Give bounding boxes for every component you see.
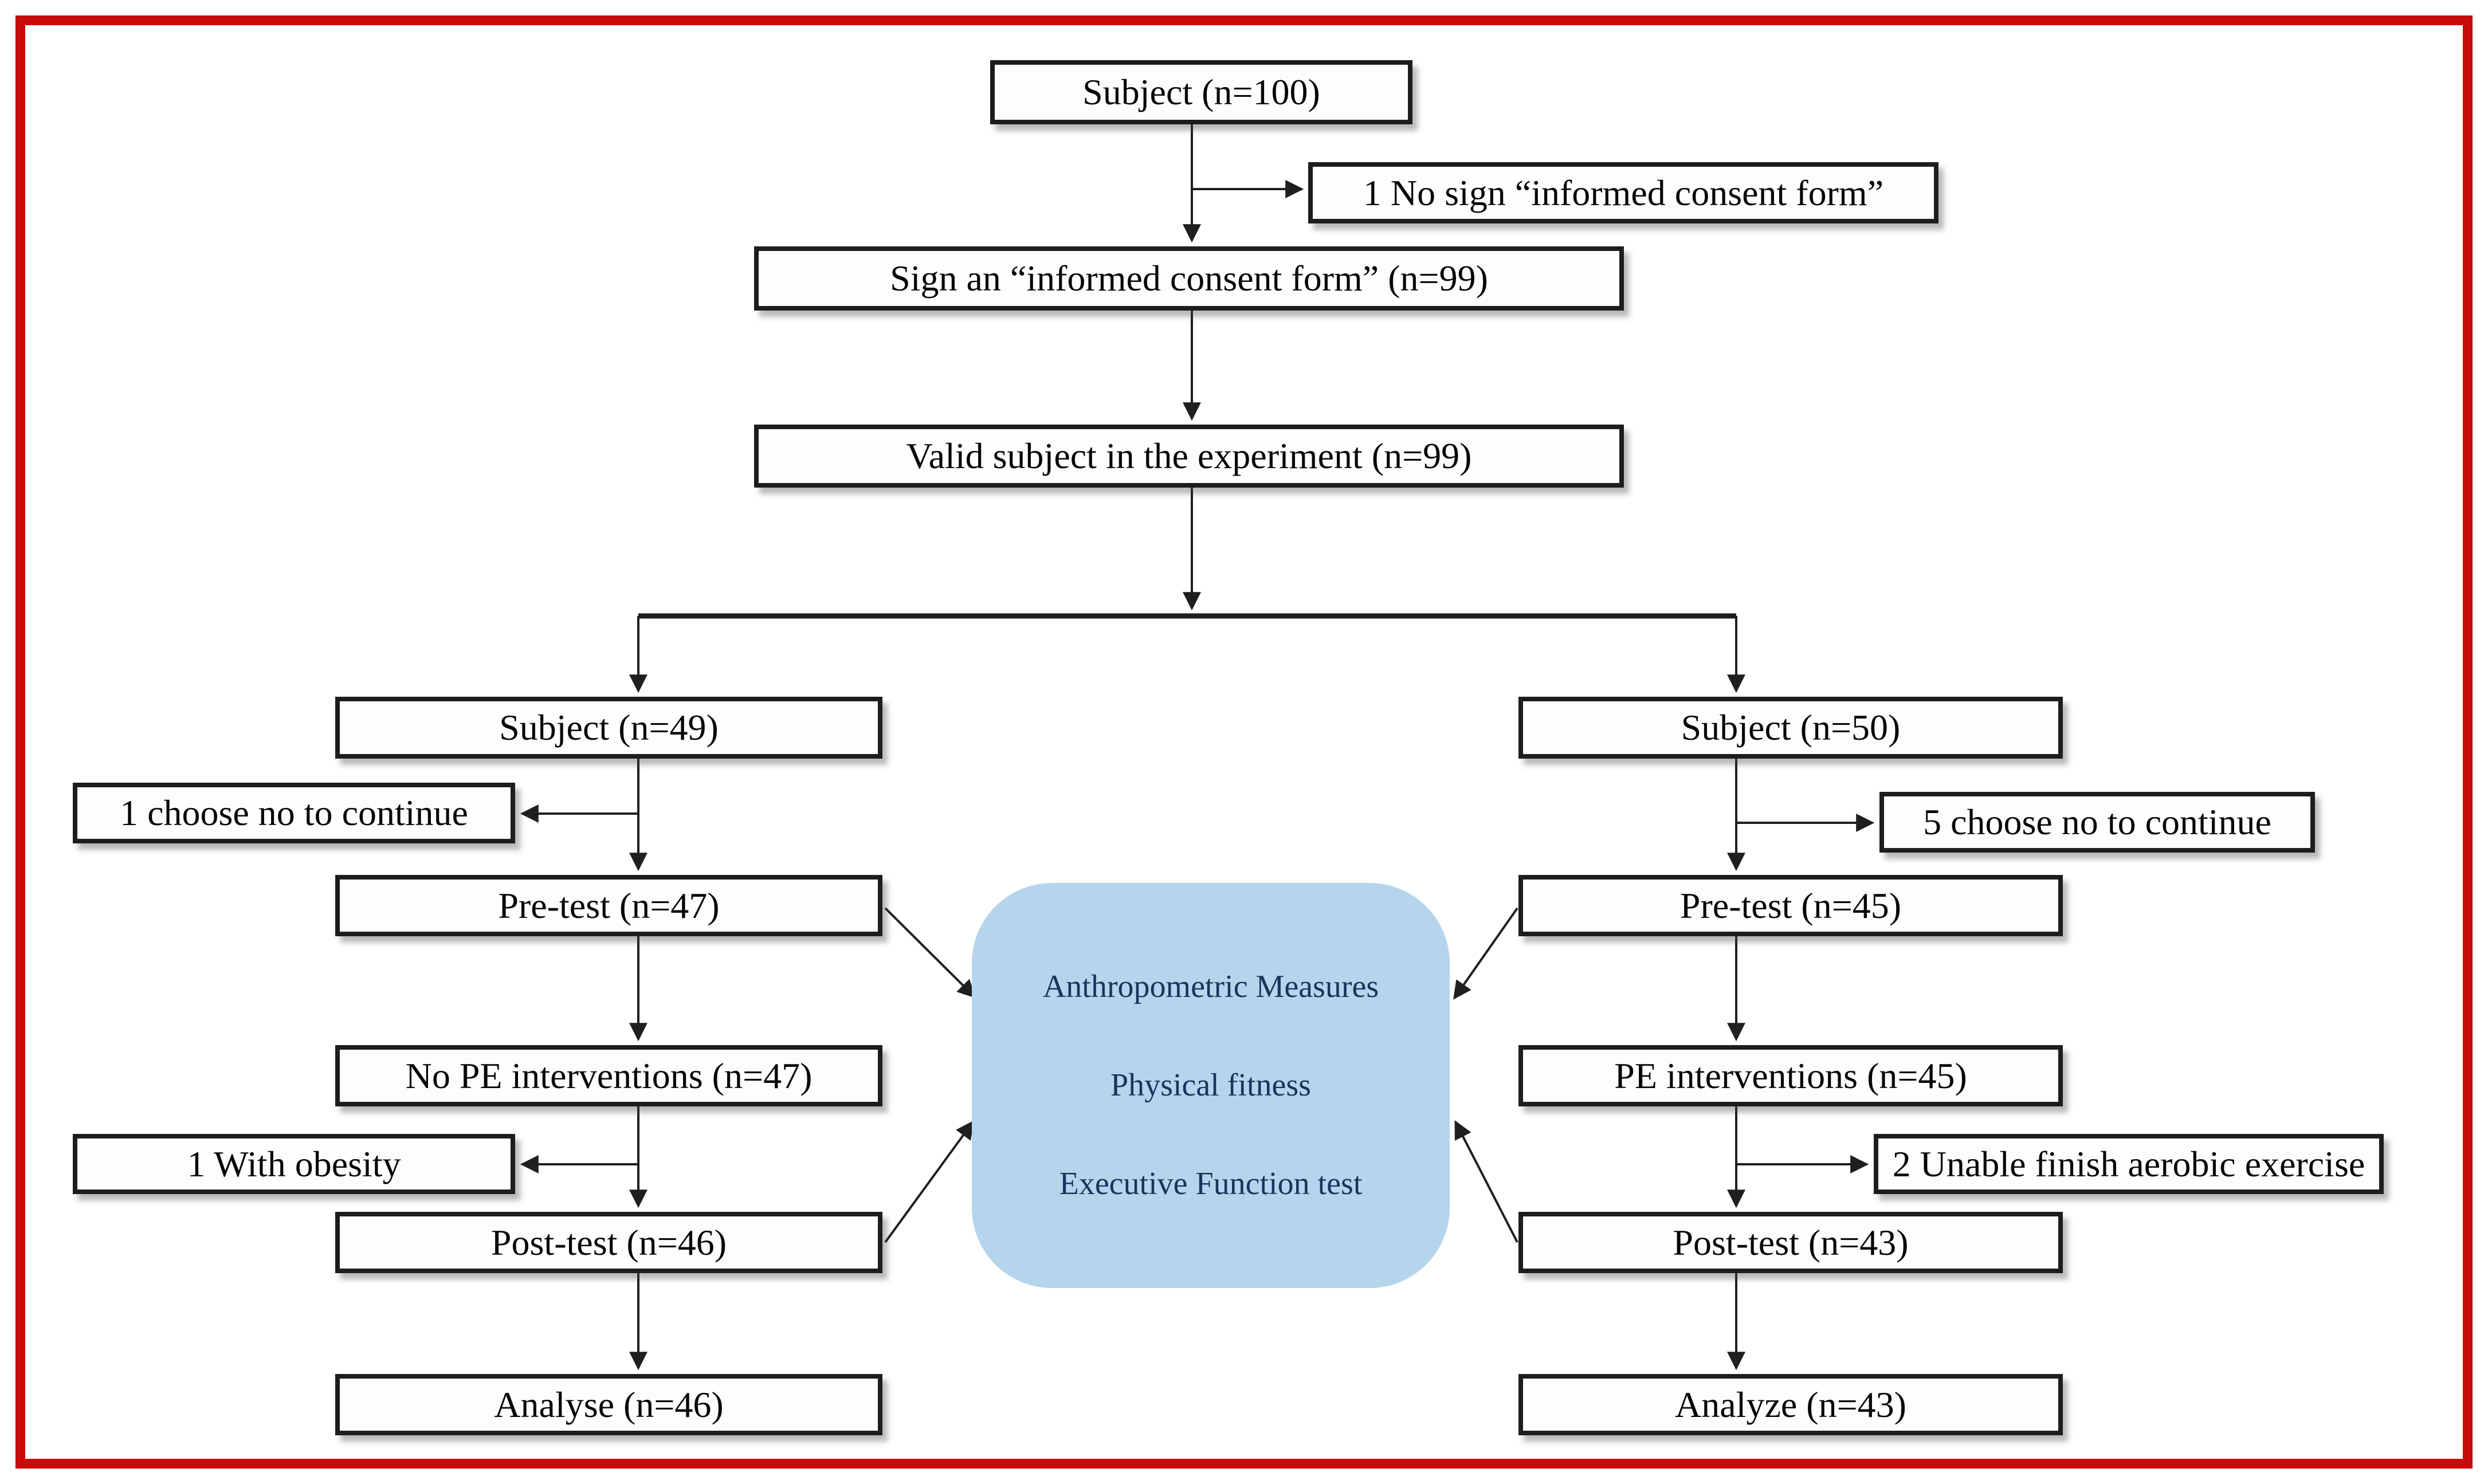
node-right-dropout-continue: 5 choose no to continue bbox=[1879, 792, 2315, 853]
node-valid-subject: Valid subject in the experiment (n=99) bbox=[754, 425, 1624, 488]
node-left-posttest: Post-test (n=46) bbox=[335, 1212, 882, 1273]
measures-line-physical-fitness: Physical fitness bbox=[1110, 1067, 1311, 1104]
node-right-analyze: Analyze (n=43) bbox=[1518, 1374, 2063, 1435]
node-subject-total: Subject (n=100) bbox=[990, 60, 1412, 124]
node-right-subject: Subject (n=50) bbox=[1518, 697, 2063, 759]
measures-line-executive-function: Executive Function test bbox=[1059, 1166, 1363, 1202]
node-left-analyse: Analyse (n=46) bbox=[335, 1374, 882, 1435]
node-left-subject: Subject (n=49) bbox=[335, 697, 882, 759]
node-right-dropout-aerobic: 2 Unable finish aerobic exercise bbox=[1874, 1134, 2384, 1194]
red-border-frame bbox=[15, 15, 2473, 1469]
node-right-pe-interventions: PE interventions (n=45) bbox=[1518, 1045, 2063, 1106]
node-no-sign-consent: 1 No sign “informed consent form” bbox=[1308, 162, 1938, 223]
node-measures-box: Anthropometric Measures Physical fitness… bbox=[972, 883, 1450, 1288]
node-left-pretest: Pre-test (n=47) bbox=[335, 875, 882, 936]
node-left-dropout-obesity: 1 With obesity bbox=[73, 1134, 515, 1194]
node-left-no-pe-interventions: No PE interventions (n=47) bbox=[335, 1045, 882, 1106]
node-left-dropout-continue: 1 choose no to continue bbox=[73, 783, 515, 843]
node-right-posttest: Post-test (n=43) bbox=[1518, 1212, 2063, 1273]
node-sign-consent: Sign an “informed consent form” (n=99) bbox=[754, 246, 1624, 311]
node-right-pretest: Pre-test (n=45) bbox=[1518, 875, 2063, 936]
measures-line-anthropometric: Anthropometric Measures bbox=[1042, 969, 1379, 1005]
